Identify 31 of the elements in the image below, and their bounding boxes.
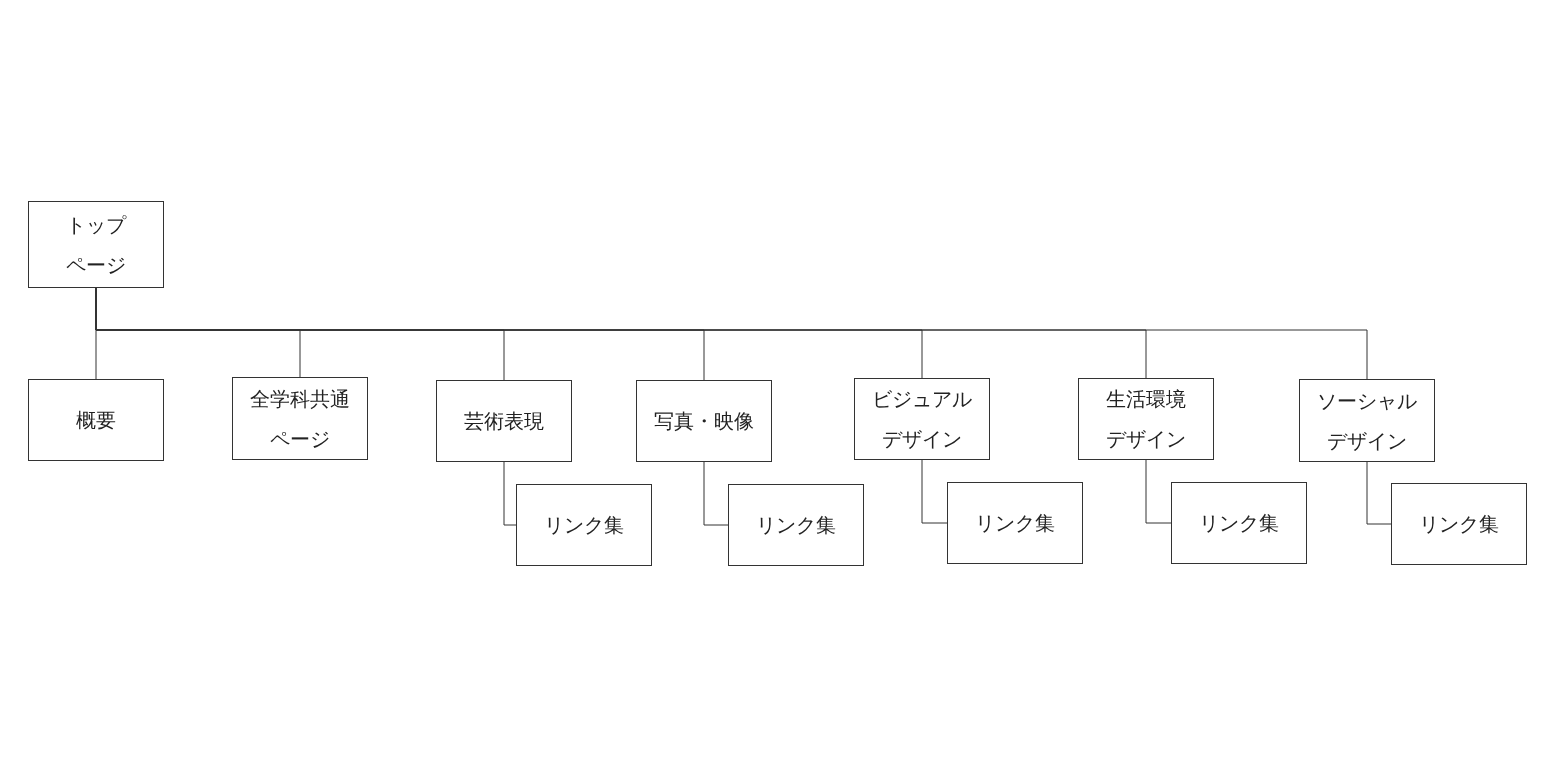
page-title: リンク集 bbox=[544, 512, 624, 539]
connector-line bbox=[703, 461, 729, 526]
page-box bbox=[854, 378, 990, 460]
page-title: 写真・映像 bbox=[654, 408, 754, 435]
connector-line bbox=[921, 459, 948, 524]
page-title: ソーシャルデザイン bbox=[1316, 387, 1418, 455]
page-box bbox=[1299, 379, 1435, 462]
page-title: リンク集 bbox=[1419, 511, 1499, 538]
page-title: リンク集 bbox=[756, 512, 836, 539]
page-title: リンク集 bbox=[1199, 510, 1279, 537]
page-title: 生活環境デザイン bbox=[1105, 386, 1187, 453]
page-box bbox=[1078, 378, 1214, 460]
page-title: 概要 bbox=[76, 407, 116, 434]
page-box bbox=[516, 484, 652, 566]
page-box bbox=[436, 380, 572, 462]
page-box bbox=[947, 482, 1083, 564]
page-box bbox=[1391, 483, 1527, 565]
page-box bbox=[728, 484, 864, 566]
page-title: リンク集 bbox=[975, 510, 1055, 537]
page-title: 芸術表現 bbox=[464, 408, 544, 435]
page-box bbox=[1171, 482, 1307, 564]
page-box bbox=[28, 379, 164, 461]
page-title: 全学科共通ページ bbox=[249, 385, 351, 453]
connector-line bbox=[1145, 459, 1172, 524]
page-box bbox=[636, 380, 772, 462]
page-box bbox=[28, 201, 164, 288]
page-title: トップページ bbox=[65, 211, 128, 279]
connector-line bbox=[1366, 461, 1392, 525]
page-title: ビジュアルデザイン bbox=[871, 386, 973, 453]
page-box bbox=[232, 377, 368, 460]
connector-line bbox=[503, 461, 517, 526]
